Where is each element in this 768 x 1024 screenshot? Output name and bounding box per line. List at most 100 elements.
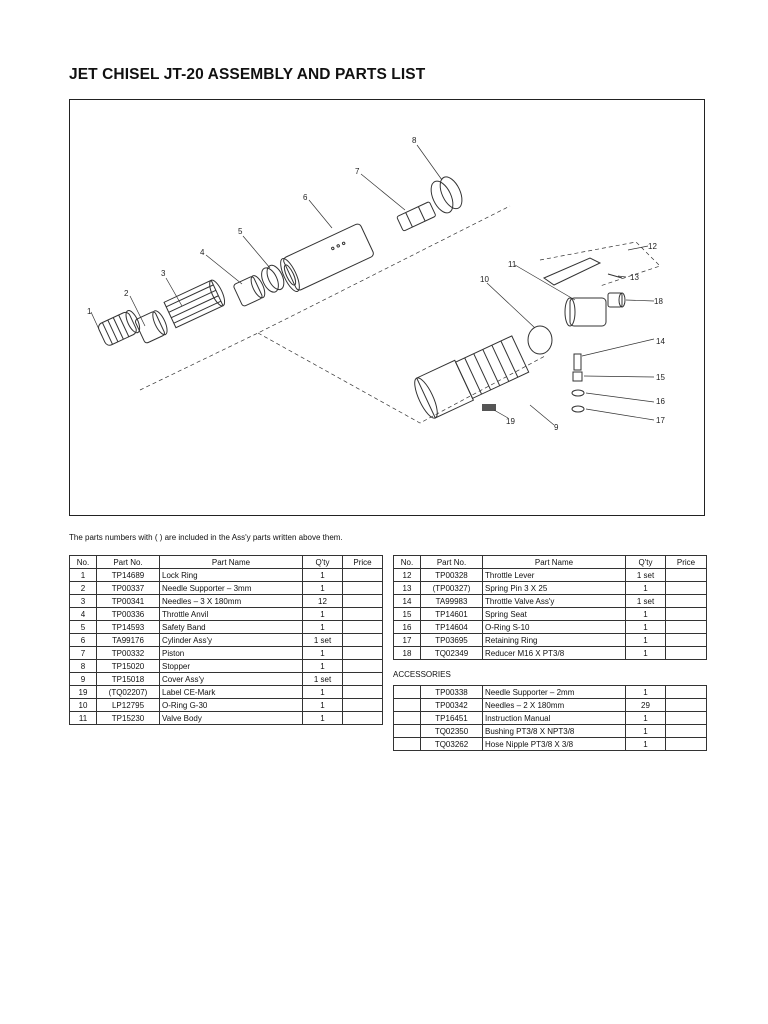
cell-qty: 1 [625,685,666,699]
assembly-outline-lower [257,332,546,424]
callout-14: 14 [656,337,665,346]
callout-2: 2 [124,289,129,298]
cell-part-no: TP15018 [96,672,160,686]
cell-no [393,724,421,738]
cell-part-no: TQ02349 [420,646,483,660]
cell-qty: 1 [302,581,343,595]
label-part [482,404,496,411]
cell-price [342,581,383,595]
cell-part-name: Spring Seat [482,607,626,621]
cell-no: 4 [69,607,97,621]
cell-part-name: Throttle Lever [482,568,626,582]
cell-no: 1 [69,568,97,582]
cell-part-name: Retaining Ring [482,633,626,647]
cell-no: 17 [393,633,421,647]
cell-no: 15 [393,607,421,621]
cell-price [665,568,707,582]
cell-qty: 1 [302,685,343,699]
retaining-ring-part [571,405,585,413]
callout-18: 18 [654,297,663,306]
cell-price [665,737,707,751]
cell-price [342,620,383,634]
cell-price [665,711,707,725]
cell-part-no: TP03695 [420,633,483,647]
cell-part-name: Throttle Anvil [159,607,303,621]
cell-qty: 1 [302,659,343,673]
cell-no: 16 [393,620,421,634]
cell-part-no: TP16451 [420,711,483,725]
cell-part-no: TP00342 [420,698,483,712]
cell-no: 11 [69,711,97,725]
cell-part-no: TA99983 [420,594,483,608]
header-price: Price [342,555,383,569]
header-price: Price [665,555,707,569]
header-part-name: Part Name [159,555,303,569]
cell-part-name: O-Ring G-30 [159,698,303,712]
cell-qty: 1 set [302,633,343,647]
cell-price [342,633,383,647]
assembly-outline-upper [139,205,511,391]
drawing-svg: 1 2 3 4 5 6 7 8 9 10 11 12 13 14 15 16 1… [87,136,665,432]
cell-part-name: Reducer M16 X PT3/8 [482,646,626,660]
needle-supporter-part [134,310,168,344]
valve-body-part [564,297,607,327]
stopper-part [430,176,463,214]
callout-4: 4 [200,248,205,257]
cell-qty: 1 [302,620,343,634]
cell-no: 10 [69,698,97,712]
cell-price [665,581,707,595]
throttle-valve-part [573,353,582,371]
cell-no: 18 [393,646,421,660]
cell-no: 6 [69,633,97,647]
cell-part-no: TA99176 [96,633,160,647]
cell-part-name: Needles – 2 X 180mm [482,698,626,712]
cell-price [342,672,383,686]
header-qty: Q'ty [625,555,666,569]
cell-qty: 1 [625,633,666,647]
cell-no: 7 [69,646,97,660]
cell-price [342,698,383,712]
callout-15: 15 [656,373,665,382]
cell-price [665,724,707,738]
cell-part-no: TP14604 [420,620,483,634]
page-title: JET CHISEL JT-20 ASSEMBLY AND PARTS LIST [69,66,426,83]
cell-part-no: TP15230 [96,711,160,725]
reducer-part [607,292,626,308]
cell-qty: 1 [302,607,343,621]
cell-qty: 1 [625,737,666,751]
callout-1: 1 [87,307,92,316]
throttle-anvil-part [233,275,266,307]
cell-qty: 1 set [625,568,666,582]
accessories-heading: ACCESSORIES [393,670,451,679]
cell-part-no: TP14601 [420,607,483,621]
cover-part [414,335,530,419]
table-header-row: No. Part No. Part Name Q'ty Price [69,555,383,569]
cell-no: 8 [69,659,97,673]
cell-price [665,685,707,699]
header-part-name: Part Name [482,555,626,569]
cell-price [665,698,707,712]
cell-part-name: Throttle Valve Ass'y [482,594,626,608]
cell-price [342,607,383,621]
header-part-no: Part No. [96,555,160,569]
table-header-row: No. Part No. Part Name Q'ty Price [393,555,707,569]
cell-price [342,659,383,673]
cell-qty: 1 [625,724,666,738]
cell-part-no: (TQ02207) [96,685,160,699]
cell-part-no: TP00336 [96,607,160,621]
spring-pin-part [607,273,623,279]
callout-17: 17 [656,416,665,425]
callout-5: 5 [238,227,243,236]
cell-part-name: Piston [159,646,303,660]
cell-price [665,620,707,634]
cell-part-name: Cover Ass'y [159,672,303,686]
cell-part-no: TP00338 [420,685,483,699]
callout-13: 13 [630,273,639,282]
